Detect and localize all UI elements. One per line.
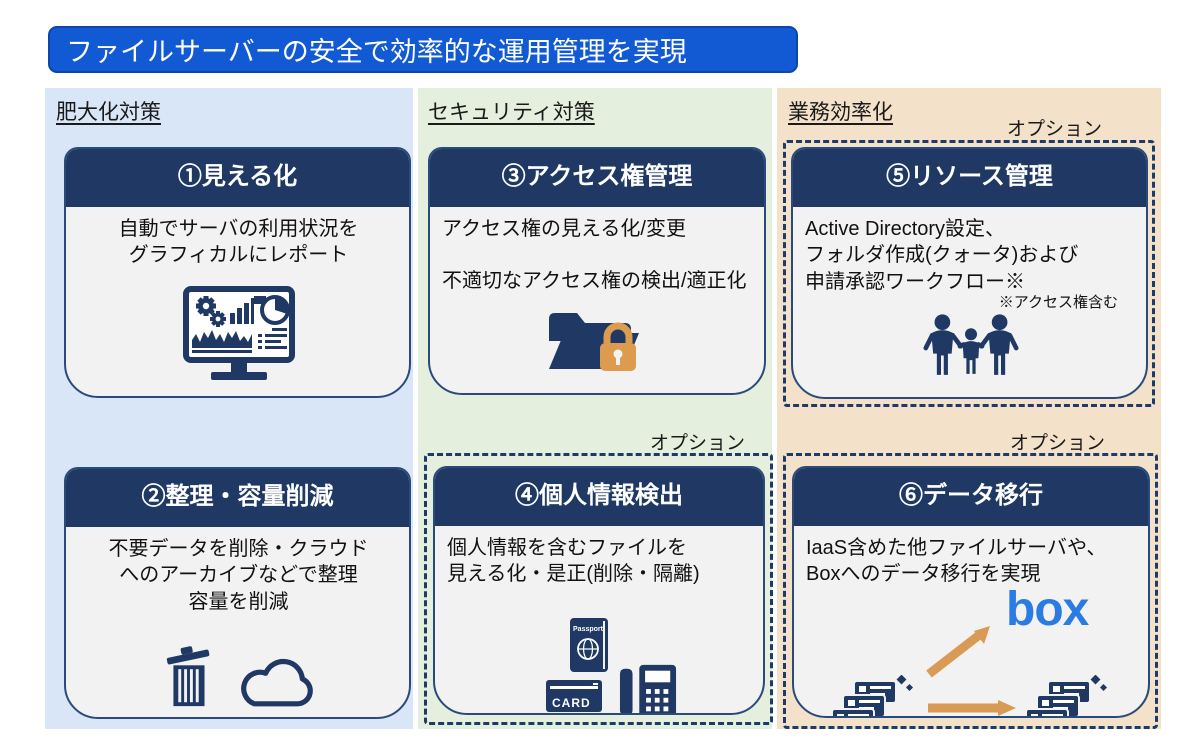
card-access-line1: アクセス権の見える化/変更 xyxy=(442,218,686,240)
option-dashed-box-personal-info xyxy=(424,453,773,725)
page-title: ファイルサーバーの安全で効率的な運用管理を実現 xyxy=(66,37,687,67)
card-resource-mgmt-title: ⑤リソース管理 xyxy=(793,149,1146,207)
option-label-resource: オプション xyxy=(1007,119,1103,140)
card-visualization-body: 自動でサーバの利用状況を グラフィカルにレポート xyxy=(118,218,359,267)
card-personal-info-body: 個人情報を含むファイルを 見える化・是正(削除・隔離) xyxy=(447,537,700,586)
card-access-rights: ③アクセス権管理 アクセス権の見える化/変更 不適切なアクセス権の検出/適正化 xyxy=(428,147,766,395)
phone-icon xyxy=(619,636,677,713)
monitor-dashboard-icon xyxy=(78,286,399,382)
card-data-migration-title: ⑥データ移行 xyxy=(794,468,1148,526)
option-dashed-box-migration xyxy=(783,453,1158,729)
passport-icon: Passport xyxy=(567,590,613,682)
card-personal-info-title: ④個人情報検出 xyxy=(435,468,763,526)
card-organize-body: 不要データを削除・クラウド へのアーカイブなどで整理 容量を削減 xyxy=(108,538,369,613)
column-header-security: セキュリティ対策 xyxy=(428,101,595,124)
card-organize: ②整理・容量削減 不要データを削除・クラウド へのアーカイブなどで整理 容量を削… xyxy=(64,467,411,719)
server-stack-icon xyxy=(1025,648,1110,716)
title-banner: ファイルサーバーの安全で効率的な運用管理を実現 xyxy=(48,26,798,73)
card-organize-title: ②整理・容量削減 xyxy=(66,469,409,527)
card-access-rights-title: ③アクセス権管理 xyxy=(430,149,764,207)
card-resource-note: ※アクセス権含む xyxy=(998,294,1118,312)
box-logo: box xyxy=(1006,582,1089,636)
card-data-migration-body: IaaS含めた他ファイルサーバや、 Boxへのデータ移行を実現 xyxy=(806,537,1107,586)
column-header-bloat: 肥大化対策 xyxy=(56,101,161,124)
people-icon xyxy=(805,313,1136,385)
arrow-up-right-icon xyxy=(924,596,994,688)
option-label-migration: オプション xyxy=(1010,433,1106,454)
card-personal-info: ④個人情報検出 個人情報を含むファイルを 見える化・是正(削除・隔離) Pass… xyxy=(433,466,765,715)
folder-lock-icon xyxy=(442,299,754,383)
credit-card-icon: CARD xyxy=(545,652,603,713)
trash-icon xyxy=(159,615,217,717)
cloud-icon xyxy=(233,623,319,717)
card-visualization: ①見える化 自動でサーバの利用状況を グラフィカルにレポート xyxy=(64,147,411,398)
card-visualization-title: ①見える化 xyxy=(66,149,409,207)
arrow-right-icon xyxy=(926,672,1018,716)
option-label-personal-info: オプション xyxy=(650,433,746,454)
option-dashed-box-resource xyxy=(783,140,1155,407)
card-access-line2: 不適切なアクセス権の検出/適正化 xyxy=(442,270,747,293)
card-label: CARD xyxy=(552,696,591,710)
card-data-migration: ⑥データ移行 IaaS含めた他ファイルサーバや、 Boxへのデータ移行を実現 xyxy=(792,466,1150,718)
card-resource-mgmt: ⑤リソース管理 Active Directory設定、 フォルダ作成(クォータ)… xyxy=(791,147,1148,399)
passport-label: Passport xyxy=(573,626,604,633)
column-header-efficiency: 業務効率化 xyxy=(788,101,893,124)
server-stack-icon xyxy=(831,648,916,716)
card-resource-body: Active Directory設定、 フォルダ作成(クォータ)および 申請承認… xyxy=(805,218,1079,293)
